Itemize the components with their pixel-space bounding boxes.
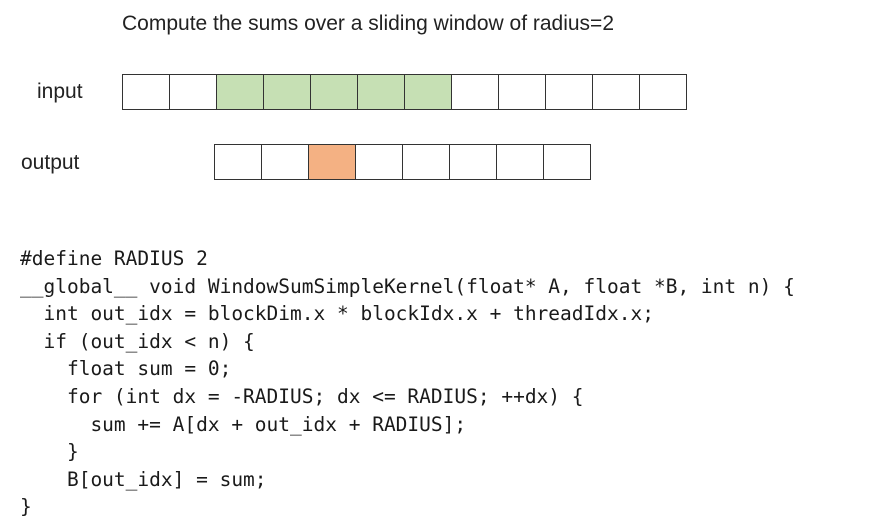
code-line: } — [20, 440, 79, 464]
input-cell-window — [310, 74, 358, 110]
input-cell-window — [404, 74, 452, 110]
code-line: #define RADIUS 2 — [20, 247, 208, 270]
code-line: } — [20, 495, 32, 519]
input-cell-empty — [498, 74, 546, 110]
input-cell-empty — [451, 74, 499, 110]
output-cell-empty — [402, 144, 450, 180]
output-cell-empty — [496, 144, 544, 180]
input-cell-empty — [122, 74, 170, 110]
output-array — [214, 144, 591, 180]
input-cell-window — [216, 74, 264, 110]
input-cell-empty — [545, 74, 593, 110]
output-cell-empty — [449, 144, 497, 180]
code-line: for (int dx = -RADIUS; dx <= RADIUS; ++d… — [20, 384, 584, 408]
input-cell-empty — [639, 74, 687, 110]
output-cell-empty — [214, 144, 262, 180]
output-cell-empty — [355, 144, 403, 180]
code-line: int out_idx = blockDim.x * blockIdx.x + … — [20, 302, 654, 326]
code-line: __global__ void WindowSumSimpleKernel(fl… — [20, 274, 795, 298]
input-cell-window — [357, 74, 405, 110]
diagram-title: Compute the sums over a sliding window o… — [122, 12, 615, 35]
code-line: float sum = 0; — [20, 357, 232, 381]
output-cell-empty — [261, 144, 309, 180]
input-cell-empty — [169, 74, 217, 110]
input-label: input — [37, 80, 83, 103]
code-line: if (out_idx < n) { — [20, 329, 255, 353]
code-line: B[out_idx] = sum; — [20, 467, 267, 491]
code-block: #define RADIUS 2 __global__ void WindowSu… — [20, 245, 795, 521]
output-cell-empty — [543, 144, 591, 180]
input-cell-empty — [592, 74, 640, 110]
code-line: sum += A[dx + out_idx + RADIUS]; — [20, 412, 467, 436]
input-array — [122, 74, 687, 110]
input-cell-window — [263, 74, 311, 110]
output-label: output — [21, 151, 80, 174]
output-cell-target — [308, 144, 356, 180]
